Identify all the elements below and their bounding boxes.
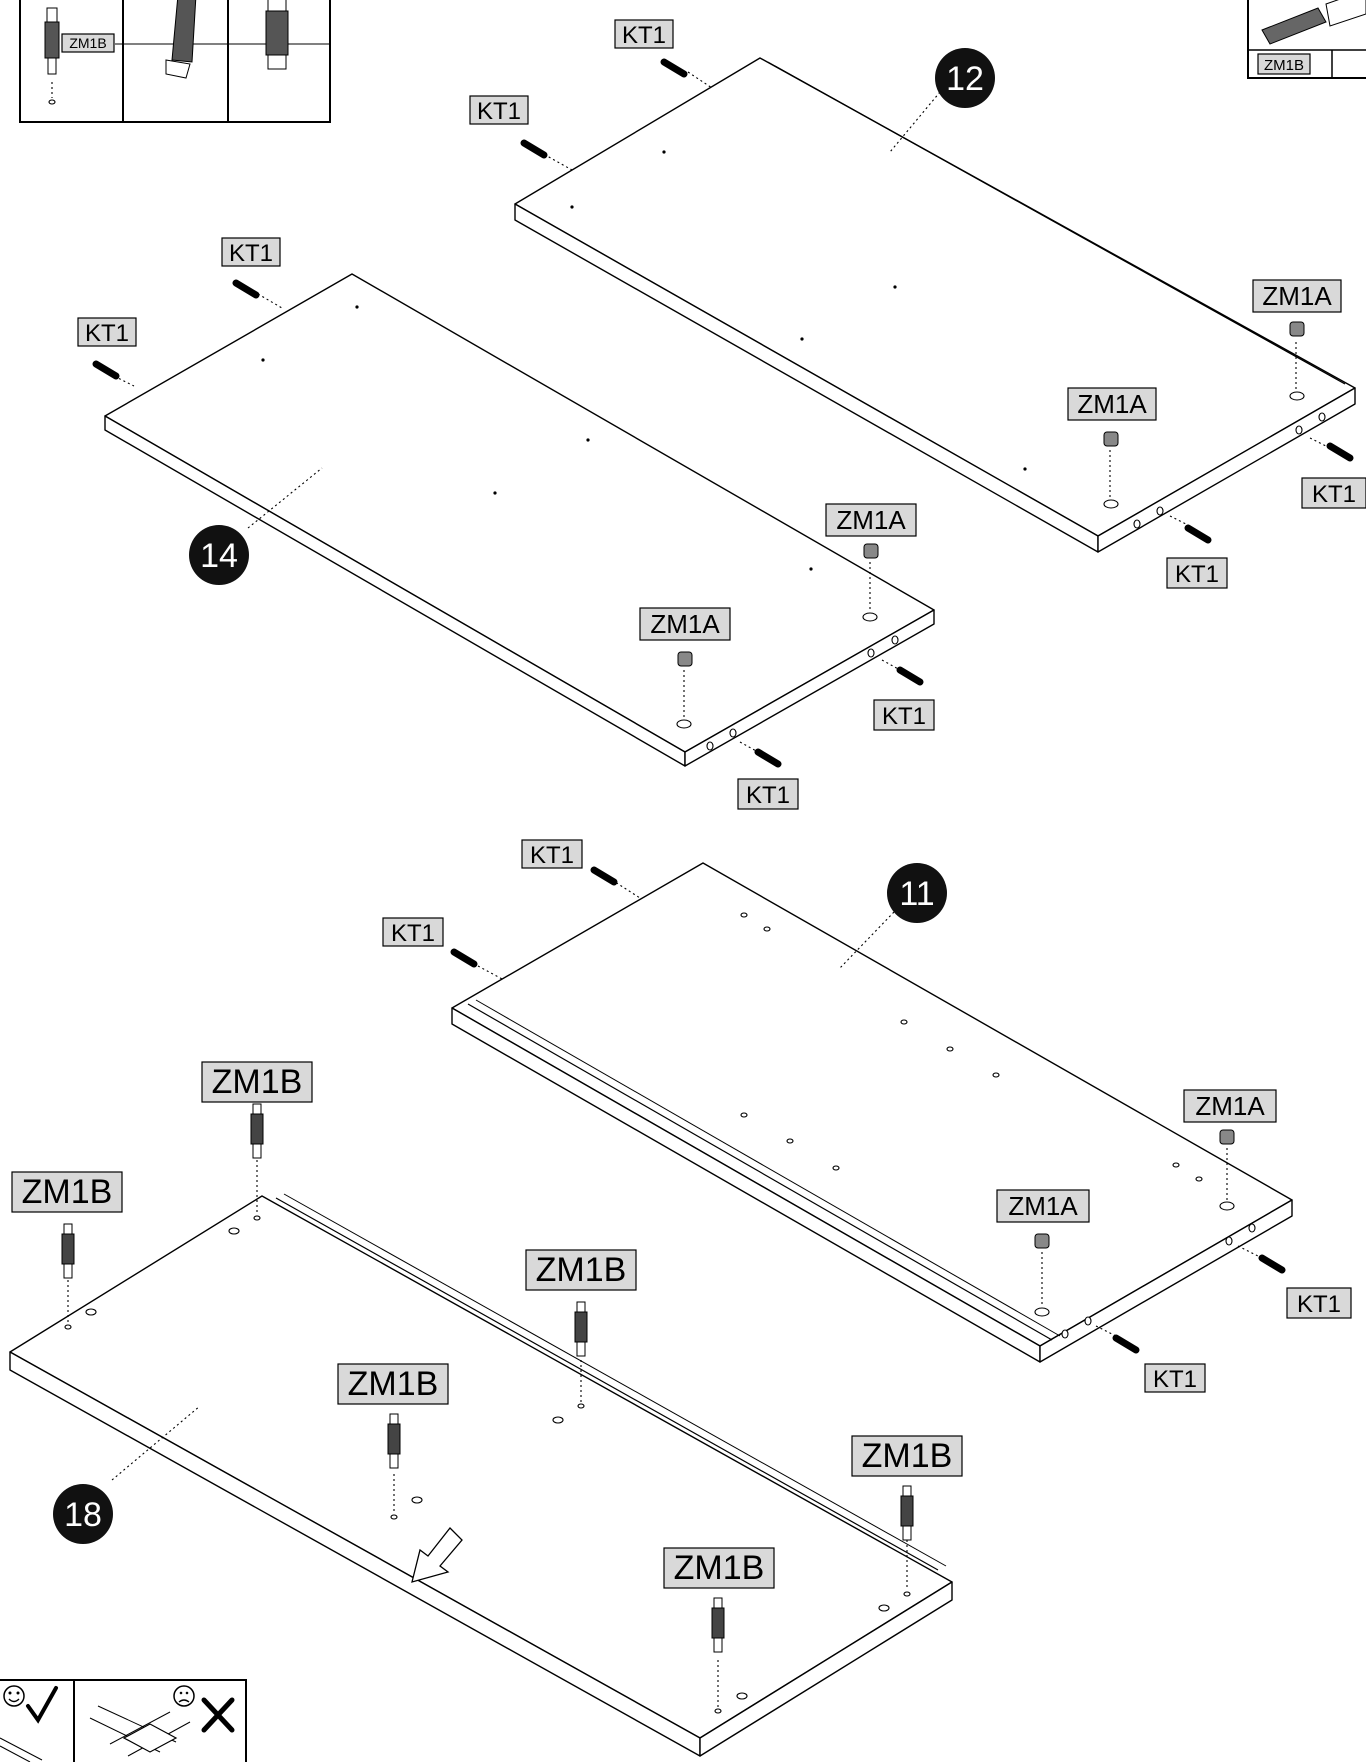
kt1-label-7: KT1 bbox=[873, 699, 935, 731]
zm1b-label-6: ZM1B bbox=[663, 1547, 775, 1589]
kt1-label-8: KT1 bbox=[737, 778, 799, 810]
zm1a-label-2: ZM1A bbox=[1067, 387, 1157, 421]
bottom-guidance-box bbox=[0, 1679, 247, 1762]
svg-text:KT1: KT1 bbox=[85, 320, 129, 347]
smile-check-icon bbox=[0, 1685, 58, 1762]
legend-zm1b-label: ZM1B bbox=[69, 35, 106, 51]
zm1a-label-1: ZM1A bbox=[1252, 279, 1342, 313]
kt1-label-5: KT1 bbox=[221, 237, 281, 267]
svg-text:KT1: KT1 bbox=[882, 703, 926, 730]
part-12-badge: 12 bbox=[935, 48, 995, 108]
zm1a-label-3: ZM1A bbox=[825, 503, 917, 537]
svg-text:KT1: KT1 bbox=[1312, 481, 1356, 508]
svg-text:ZM1A: ZM1A bbox=[836, 505, 906, 535]
part-12-number: 12 bbox=[946, 60, 984, 98]
panel-18-top bbox=[9, 1195, 953, 1739]
part-11-badge: 11 bbox=[887, 863, 947, 923]
svg-text:ZM1A: ZM1A bbox=[1008, 1191, 1078, 1221]
zm1a-cams bbox=[677, 321, 1305, 1249]
svg-text:KT1: KT1 bbox=[1153, 1366, 1197, 1393]
legend-frame bbox=[19, 0, 331, 123]
kt1-label-2: KT1 bbox=[469, 95, 529, 125]
svg-text:ZM1A: ZM1A bbox=[1262, 281, 1332, 311]
kt1-label-11: KT1 bbox=[1286, 1287, 1352, 1319]
legend-right-frame bbox=[1247, 0, 1366, 79]
svg-text:ZM1B: ZM1B bbox=[22, 1173, 113, 1211]
svg-text:KT1: KT1 bbox=[530, 842, 574, 869]
zm1b-label-5: ZM1B bbox=[851, 1435, 963, 1477]
panel-18 bbox=[9, 1193, 953, 1757]
zm1b-label-1: ZM1B bbox=[201, 1061, 313, 1103]
kt1-label-6: KT1 bbox=[77, 317, 137, 347]
kt1-label-3: KT1 bbox=[1301, 477, 1366, 509]
zm1a-label-5: ZM1A bbox=[1183, 1089, 1277, 1123]
zm1b-label-4: ZM1B bbox=[337, 1363, 449, 1405]
part-14-number: 14 bbox=[200, 537, 238, 575]
part-11-number: 11 bbox=[899, 875, 934, 913]
zm1a-label-4: ZM1A bbox=[639, 607, 731, 641]
legend-top-right: ZM1B bbox=[1247, 0, 1366, 79]
kt1-label-10: KT1 bbox=[382, 917, 444, 947]
zm1b-label-2: ZM1B bbox=[11, 1171, 123, 1213]
legend-zm1b-label-box bbox=[61, 33, 115, 53]
svg-text:KT1: KT1 bbox=[1175, 561, 1219, 588]
orientation-arrow-icon bbox=[411, 1527, 463, 1583]
kt1-label-12: KT1 bbox=[1144, 1363, 1206, 1393]
svg-text:KT1: KT1 bbox=[477, 98, 521, 125]
svg-text:KT1: KT1 bbox=[391, 920, 435, 947]
svg-text:KT1: KT1 bbox=[622, 22, 666, 49]
legend-right-zm1b-box bbox=[1257, 53, 1311, 75]
svg-text:ZM1A: ZM1A bbox=[650, 609, 720, 639]
part-18-number: 18 bbox=[64, 1496, 102, 1534]
zm1a-label-6: ZM1A bbox=[996, 1189, 1090, 1223]
svg-text:ZM1B: ZM1B bbox=[862, 1437, 953, 1475]
svg-text:ZM1A: ZM1A bbox=[1077, 389, 1147, 419]
panel-11 bbox=[451, 862, 1293, 1363]
frown-cross-icon bbox=[89, 1685, 235, 1757]
zm1b-label-3: ZM1B bbox=[525, 1249, 637, 1291]
zm1b-bolts bbox=[61, 1103, 914, 1653]
part-14-badge: 14 bbox=[189, 525, 249, 585]
svg-text:ZM1B: ZM1B bbox=[536, 1251, 627, 1289]
kt1-label-4: KT1 bbox=[1166, 557, 1228, 589]
legend-top-left: ZM1B bbox=[19, 0, 331, 123]
zm1b-bolt-icon bbox=[44, 7, 60, 105]
screw-icon bbox=[1261, 0, 1366, 45]
kt1-label-1: KT1 bbox=[614, 19, 674, 49]
svg-text:KT1: KT1 bbox=[1297, 1291, 1341, 1318]
svg-text:ZM1B: ZM1B bbox=[348, 1365, 439, 1403]
svg-text:KT1: KT1 bbox=[229, 240, 273, 267]
kt1-dowels bbox=[92, 58, 1354, 1354]
kt1-label-9: KT1 bbox=[521, 839, 583, 869]
svg-text:ZM1B: ZM1B bbox=[212, 1063, 303, 1101]
legend-right-zm1b-label: ZM1B bbox=[1264, 57, 1304, 74]
svg-text:ZM1B: ZM1B bbox=[674, 1549, 765, 1587]
svg-text:KT1: KT1 bbox=[746, 782, 790, 809]
upright-bolt-icon bbox=[265, 0, 289, 70]
tilted-bolt-icon bbox=[165, 0, 197, 79]
panel-18-side-edge bbox=[699, 1581, 953, 1757]
part-18-badge: 18 bbox=[53, 1484, 113, 1544]
svg-text:ZM1A: ZM1A bbox=[1195, 1091, 1265, 1121]
